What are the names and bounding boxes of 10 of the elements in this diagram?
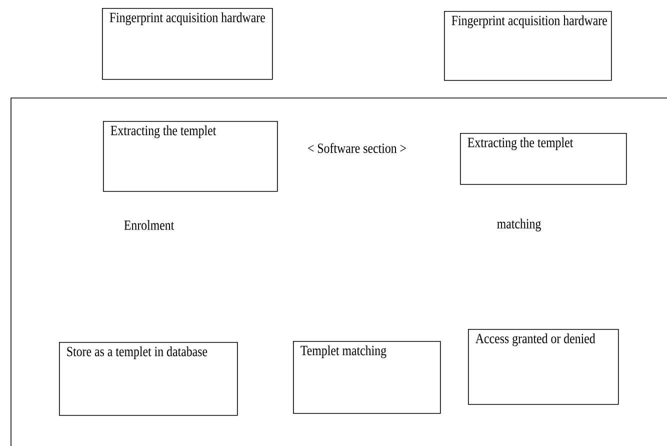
process-box: Templet matching xyxy=(293,341,441,414)
section-title: < Software section > xyxy=(308,143,406,153)
section-label: matching xyxy=(497,218,541,232)
process-box: Store as a templet in database xyxy=(59,342,238,416)
section-label: Enrolment xyxy=(124,220,174,230)
process-box: Fingerprint acquisition hardware xyxy=(444,11,612,81)
process-box: Extracting the templet xyxy=(460,133,627,185)
process-box: Extracting the templet xyxy=(103,121,278,192)
process-box: Access granted or denied xyxy=(468,329,619,405)
process-box: Fingerprint acquisition hardware xyxy=(102,8,273,80)
